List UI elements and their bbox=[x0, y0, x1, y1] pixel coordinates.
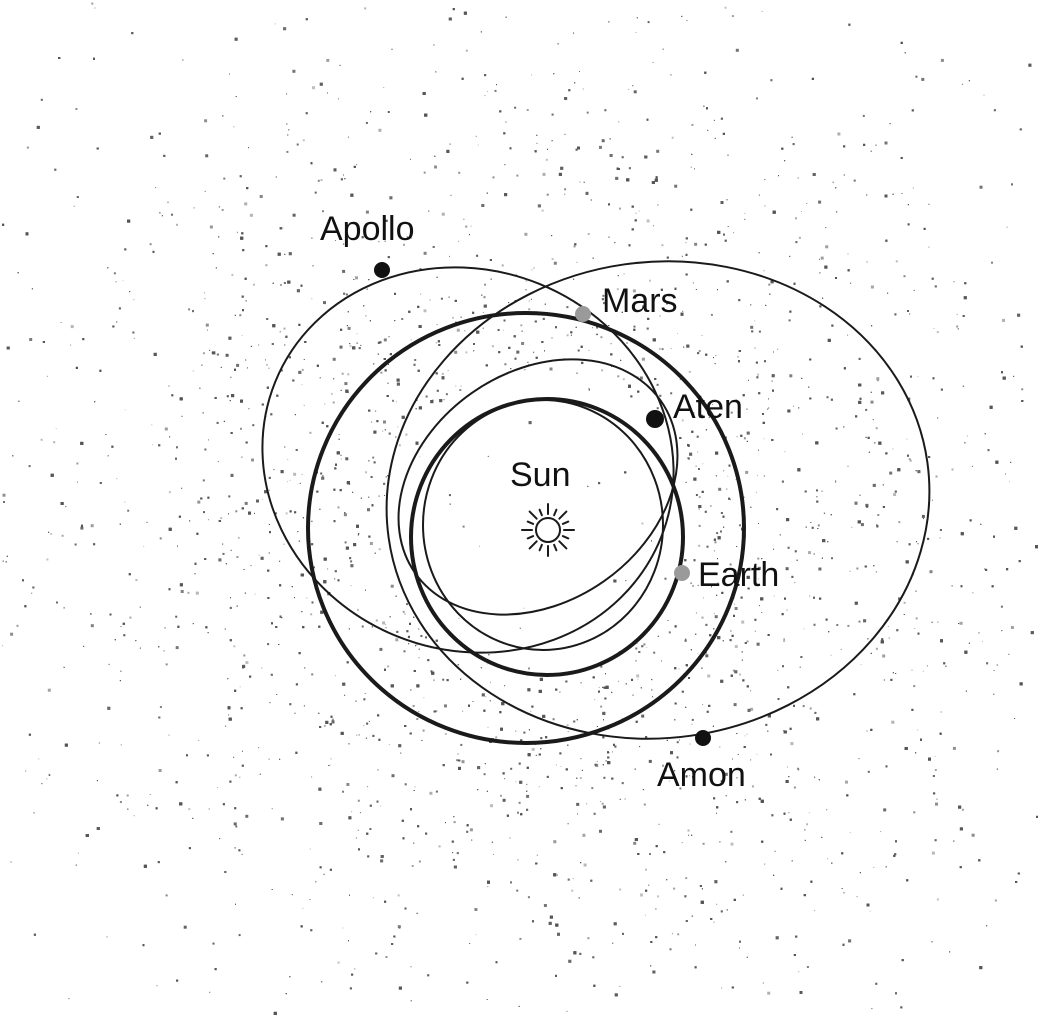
earth-marker bbox=[674, 565, 690, 581]
mars-orbit bbox=[306, 311, 746, 745]
amon-label: Amon bbox=[657, 756, 746, 794]
apollo-marker bbox=[374, 262, 390, 278]
aten-marker bbox=[646, 410, 664, 428]
sun-label: Sun bbox=[510, 456, 571, 494]
mars-marker bbox=[575, 306, 591, 322]
apollo-label: Apollo bbox=[320, 210, 415, 248]
inner-orbit bbox=[422, 399, 664, 651]
earth-label: Earth bbox=[698, 556, 779, 594]
sun-icon bbox=[521, 503, 575, 557]
amon-orbit bbox=[385, 260, 931, 740]
amon-marker bbox=[695, 730, 711, 746]
apollo-orbit bbox=[261, 266, 675, 654]
aten-label: Aten bbox=[673, 388, 743, 426]
earth-orbit bbox=[409, 397, 685, 677]
mars-label: Mars bbox=[602, 282, 678, 320]
